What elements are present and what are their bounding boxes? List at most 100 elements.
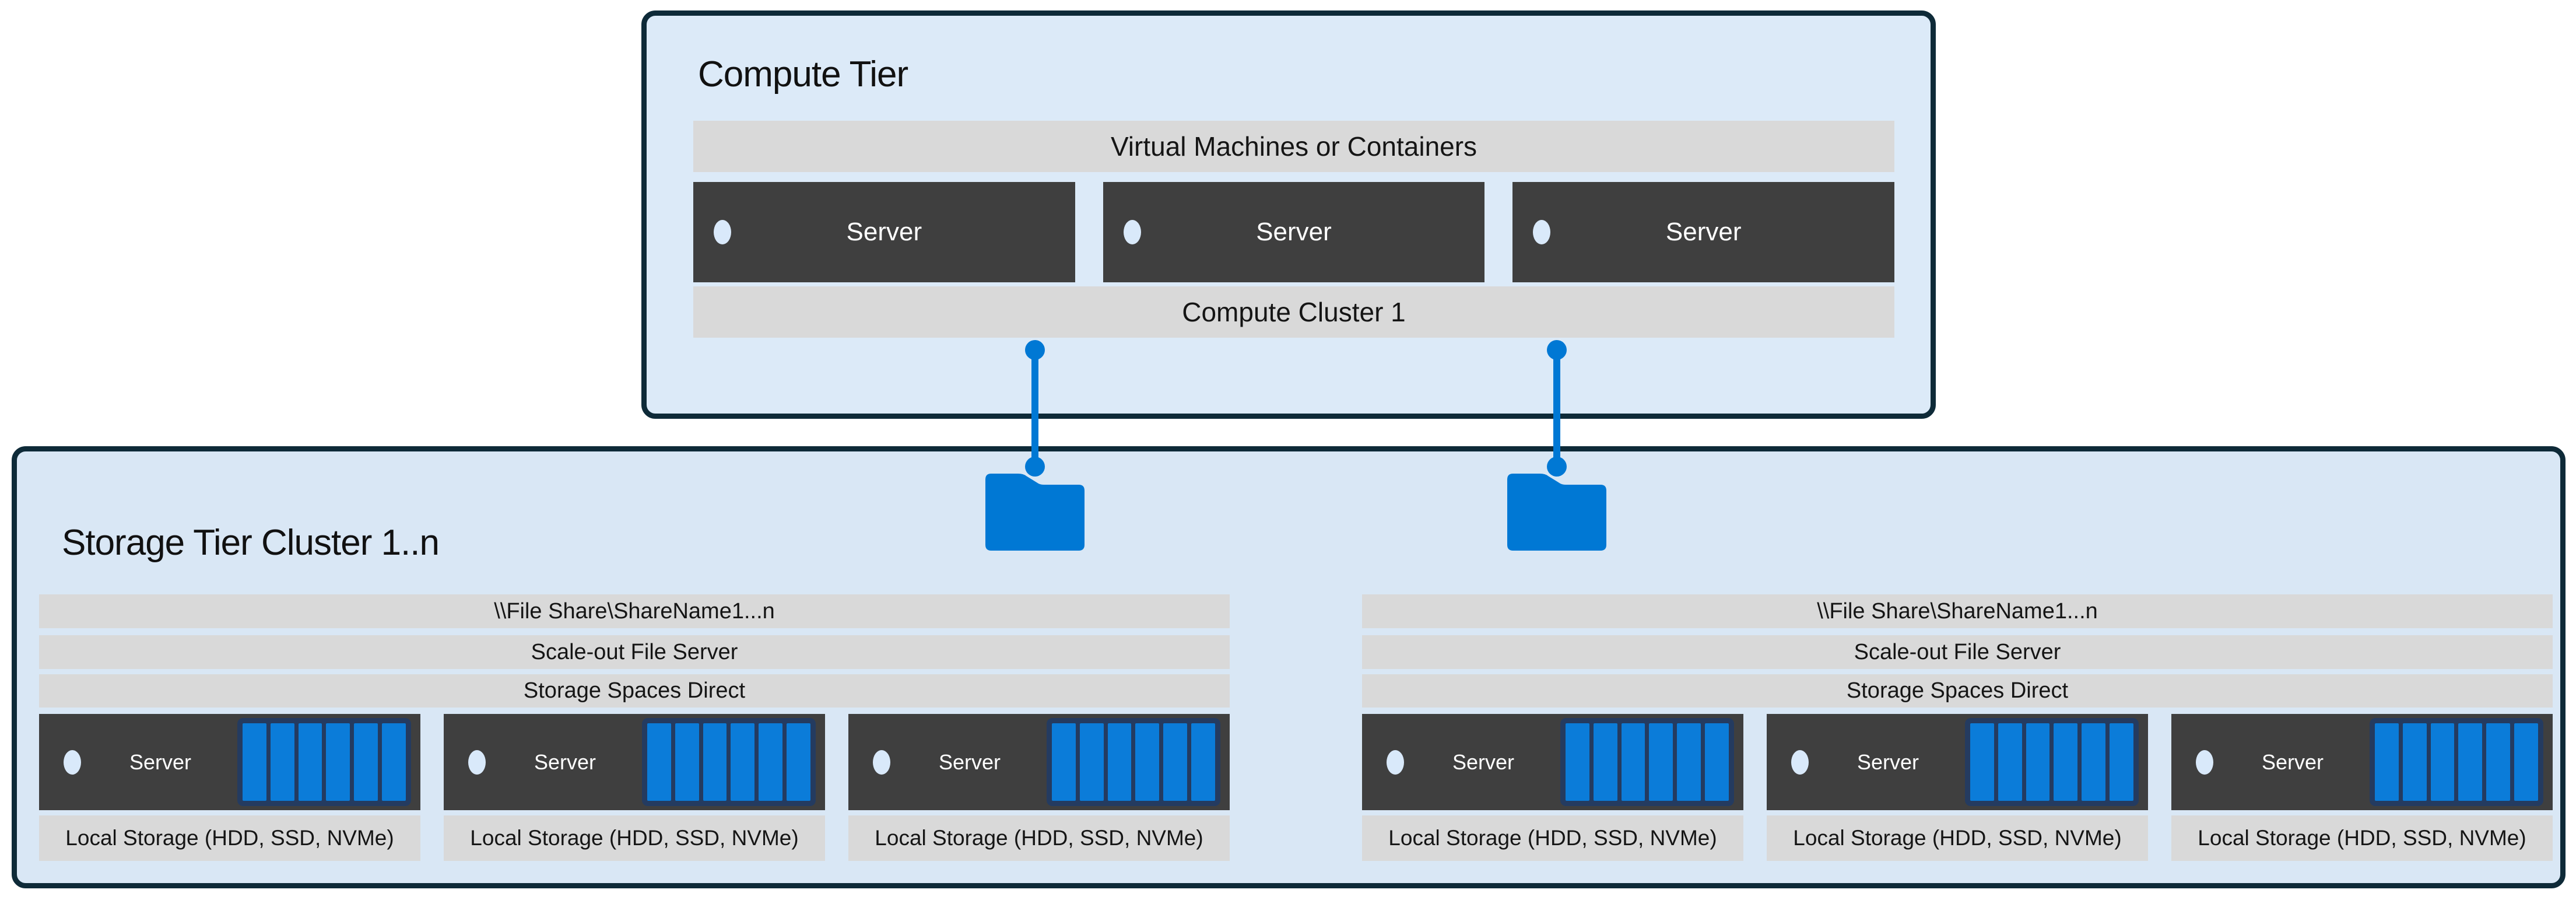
status-led-icon [64, 750, 81, 775]
status-led-icon [1123, 220, 1141, 244]
disk-platter-icon [647, 723, 671, 801]
disk-platter-icon [1079, 723, 1104, 801]
disk-platter-icon [2110, 723, 2133, 801]
disk-platter-icon [2514, 723, 2538, 801]
folder-icon [985, 474, 1085, 551]
local-storage-bar: Local Storage (HDD, SSD, NVMe) [2171, 815, 2553, 861]
storage-server-node: Server [444, 714, 825, 810]
disk-platter-icon [1705, 723, 1729, 801]
server-label: Server [1856, 750, 1919, 774]
disk-array-icon [642, 718, 816, 806]
storage-server-row: Server Server Server [39, 714, 1230, 810]
storage-spaces-direct-bar: Storage Spaces Direct [39, 674, 1230, 708]
disk-platter-icon [1052, 723, 1076, 801]
local-storage-label: Local Storage (HDD, SSD, NVMe) [1793, 826, 2122, 850]
compute-server-row: Server Server Server [693, 182, 1895, 282]
server-label: Server [1256, 218, 1332, 246]
file-share-bar: \\File Share\ShareName1...n [1362, 594, 2553, 628]
connector-endpoint-dot [1547, 457, 1567, 477]
storage-server-node: Server [1767, 714, 2148, 810]
storage-tier-title: Storage Tier Cluster 1..n [62, 523, 440, 563]
disk-platter-icon [1998, 723, 2022, 801]
scale-out-file-server-bar: Scale-out File Server [39, 635, 1230, 669]
disk-array-icon [1047, 718, 1220, 806]
compute-server-node: Server [1512, 182, 1895, 282]
local-storage-label: Local Storage (HDD, SSD, NVMe) [470, 826, 799, 850]
disk-platter-icon [1621, 723, 1645, 801]
compute-cluster-bar: Compute Cluster 1 [693, 286, 1894, 338]
disk-array-icon [237, 718, 411, 806]
server-label: Server [534, 750, 596, 774]
status-led-icon [468, 750, 486, 775]
server-label: Server [1665, 218, 1742, 246]
disk-platter-icon [787, 723, 810, 801]
storage-server-node: Server [2171, 714, 2553, 810]
compute-server-node: Server [693, 182, 1075, 282]
folder-icon [1507, 474, 1606, 551]
server-label: Server [2261, 750, 2324, 774]
disk-platter-icon [1649, 723, 1673, 801]
connector-line-segment [1031, 350, 1038, 467]
disk-platter-icon [2054, 723, 2078, 801]
storage-cluster: \\File Share\ShareName1...n Scale-out Fi… [1362, 451, 2553, 894]
disk-platter-icon [2458, 723, 2483, 801]
disk-platter-icon [731, 723, 755, 801]
scale-out-file-server-label: Scale-out File Server [1854, 639, 2061, 664]
scale-out-file-server-label: Scale-out File Server [531, 639, 738, 664]
disk-array-icon [1965, 718, 2139, 806]
disk-platter-icon [2430, 723, 2455, 801]
disk-platter-icon [1593, 723, 1617, 801]
disk-platter-icon [1677, 723, 1701, 801]
status-led-icon [2196, 750, 2213, 775]
disk-platter-icon [354, 723, 378, 801]
storage-spaces-direct-label: Storage Spaces Direct [523, 678, 746, 703]
virtual-machines-bar: Virtual Machines or Containers [693, 121, 1894, 172]
connector-endpoint-dot [1025, 457, 1045, 477]
server-label: Server [1452, 750, 1515, 774]
storage-server-node: Server [39, 714, 420, 810]
local-storage-label: Local Storage (HDD, SSD, NVMe) [2198, 826, 2526, 850]
local-storage-label: Local Storage (HDD, SSD, NVMe) [1388, 826, 1717, 850]
local-storage-label: Local Storage (HDD, SSD, NVMe) [65, 826, 394, 850]
disk-platter-icon [270, 723, 294, 801]
status-led-icon [714, 220, 731, 244]
disk-platter-icon [1135, 723, 1160, 801]
disk-platter-icon [2082, 723, 2106, 801]
disk-platter-icon [326, 723, 350, 801]
server-label: Server [129, 750, 192, 774]
local-storage-bar: Local Storage (HDD, SSD, NVMe) [1767, 815, 2148, 861]
storage-server-node: Server [848, 714, 1230, 810]
local-storage-label: Local Storage (HDD, SSD, NVMe) [875, 826, 1203, 850]
compute-server-node: Server [1103, 182, 1485, 282]
file-share-label: \\File Share\ShareName1...n [494, 598, 775, 624]
status-led-icon [1387, 750, 1404, 775]
disk-platter-icon [382, 723, 406, 801]
disk-platter-icon [2026, 723, 2050, 801]
file-share-label: \\File Share\ShareName1...n [1817, 598, 2098, 624]
local-storage-bar: Local Storage (HDD, SSD, NVMe) [39, 815, 420, 861]
local-storage-row: Local Storage (HDD, SSD, NVMe) Local Sto… [39, 815, 1230, 861]
disk-platter-icon [243, 723, 266, 801]
disk-platter-icon [1970, 723, 1994, 801]
storage-server-row: Server Server Server [1362, 714, 2553, 810]
disk-platter-icon [2486, 723, 2511, 801]
storage-cluster: \\File Share\ShareName1...n Scale-out Fi… [39, 451, 1230, 894]
disk-platter-icon [2375, 723, 2399, 801]
file-share-bar: \\File Share\ShareName1...n [39, 594, 1230, 628]
virtual-machines-label: Virtual Machines or Containers [1110, 131, 1477, 162]
disk-platter-icon [759, 723, 783, 801]
disk-array-icon [1560, 718, 1734, 806]
status-led-icon [1533, 220, 1551, 244]
status-led-icon [873, 750, 890, 775]
connector-endpoint-dot [1547, 340, 1567, 360]
storage-spaces-direct-label: Storage Spaces Direct [1846, 678, 2069, 703]
storage-server-node: Server [1362, 714, 1743, 810]
disk-platter-icon [1163, 723, 1188, 801]
disk-platter-icon [703, 723, 727, 801]
connector-endpoint-dot [1025, 340, 1045, 360]
disk-array-icon [2370, 718, 2543, 806]
local-storage-bar: Local Storage (HDD, SSD, NVMe) [848, 815, 1230, 861]
compute-tier-box: Compute Tier Virtual Machines or Contain… [641, 10, 1936, 419]
disk-platter-icon [1191, 723, 1215, 801]
